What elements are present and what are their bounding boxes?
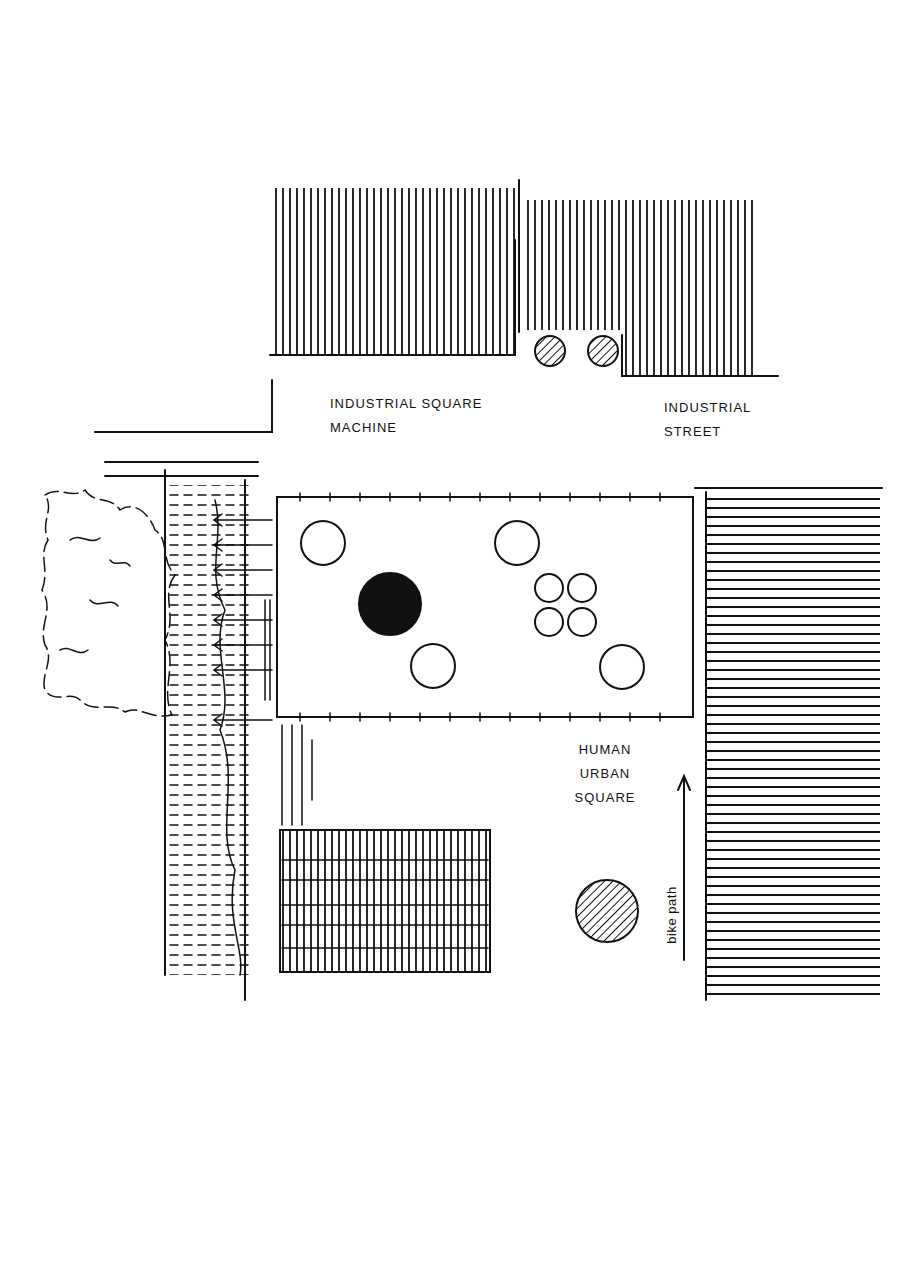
hatched-circle [576, 880, 638, 942]
industrial-building [622, 330, 758, 375]
small-circle [568, 608, 596, 636]
shoreline [215, 500, 241, 975]
square-platform [277, 497, 693, 717]
building-edge [270, 240, 515, 355]
building-block [280, 830, 490, 972]
hatch-lines [282, 860, 488, 948]
filled-circle [359, 573, 421, 635]
street-edge [105, 462, 258, 476]
tree-circle [411, 644, 455, 688]
tree-canopy [42, 490, 175, 716]
small-circle [568, 574, 596, 602]
flow-arrows [214, 514, 272, 726]
silo [588, 336, 618, 366]
edge-ticks [300, 493, 660, 721]
silo [535, 336, 565, 366]
street-edge [95, 380, 272, 432]
small-circle [535, 574, 563, 602]
building-edge [705, 492, 707, 1000]
path-label: bike path [660, 886, 684, 943]
tree-circle [301, 521, 345, 565]
area-label: INDUSTRIAL SQUARE MACHINE [330, 392, 490, 440]
water-strip [165, 485, 250, 975]
tree-circle [600, 645, 644, 689]
small-circle [535, 608, 563, 636]
bike-path-arrow [678, 776, 690, 960]
building-block [705, 495, 880, 1000]
strip-edge [165, 470, 245, 1000]
building-edge [519, 180, 778, 376]
tree-circle [495, 521, 539, 565]
area-label: HUMAN URBAN SQUARE [560, 738, 650, 810]
industrial-building [270, 188, 515, 355]
street-edge [695, 487, 882, 489]
tree-texture [60, 537, 130, 652]
area-label: INDUSTRIAL STREET [664, 396, 784, 444]
hatch-lines [265, 600, 312, 825]
industrial-building [522, 200, 758, 330]
